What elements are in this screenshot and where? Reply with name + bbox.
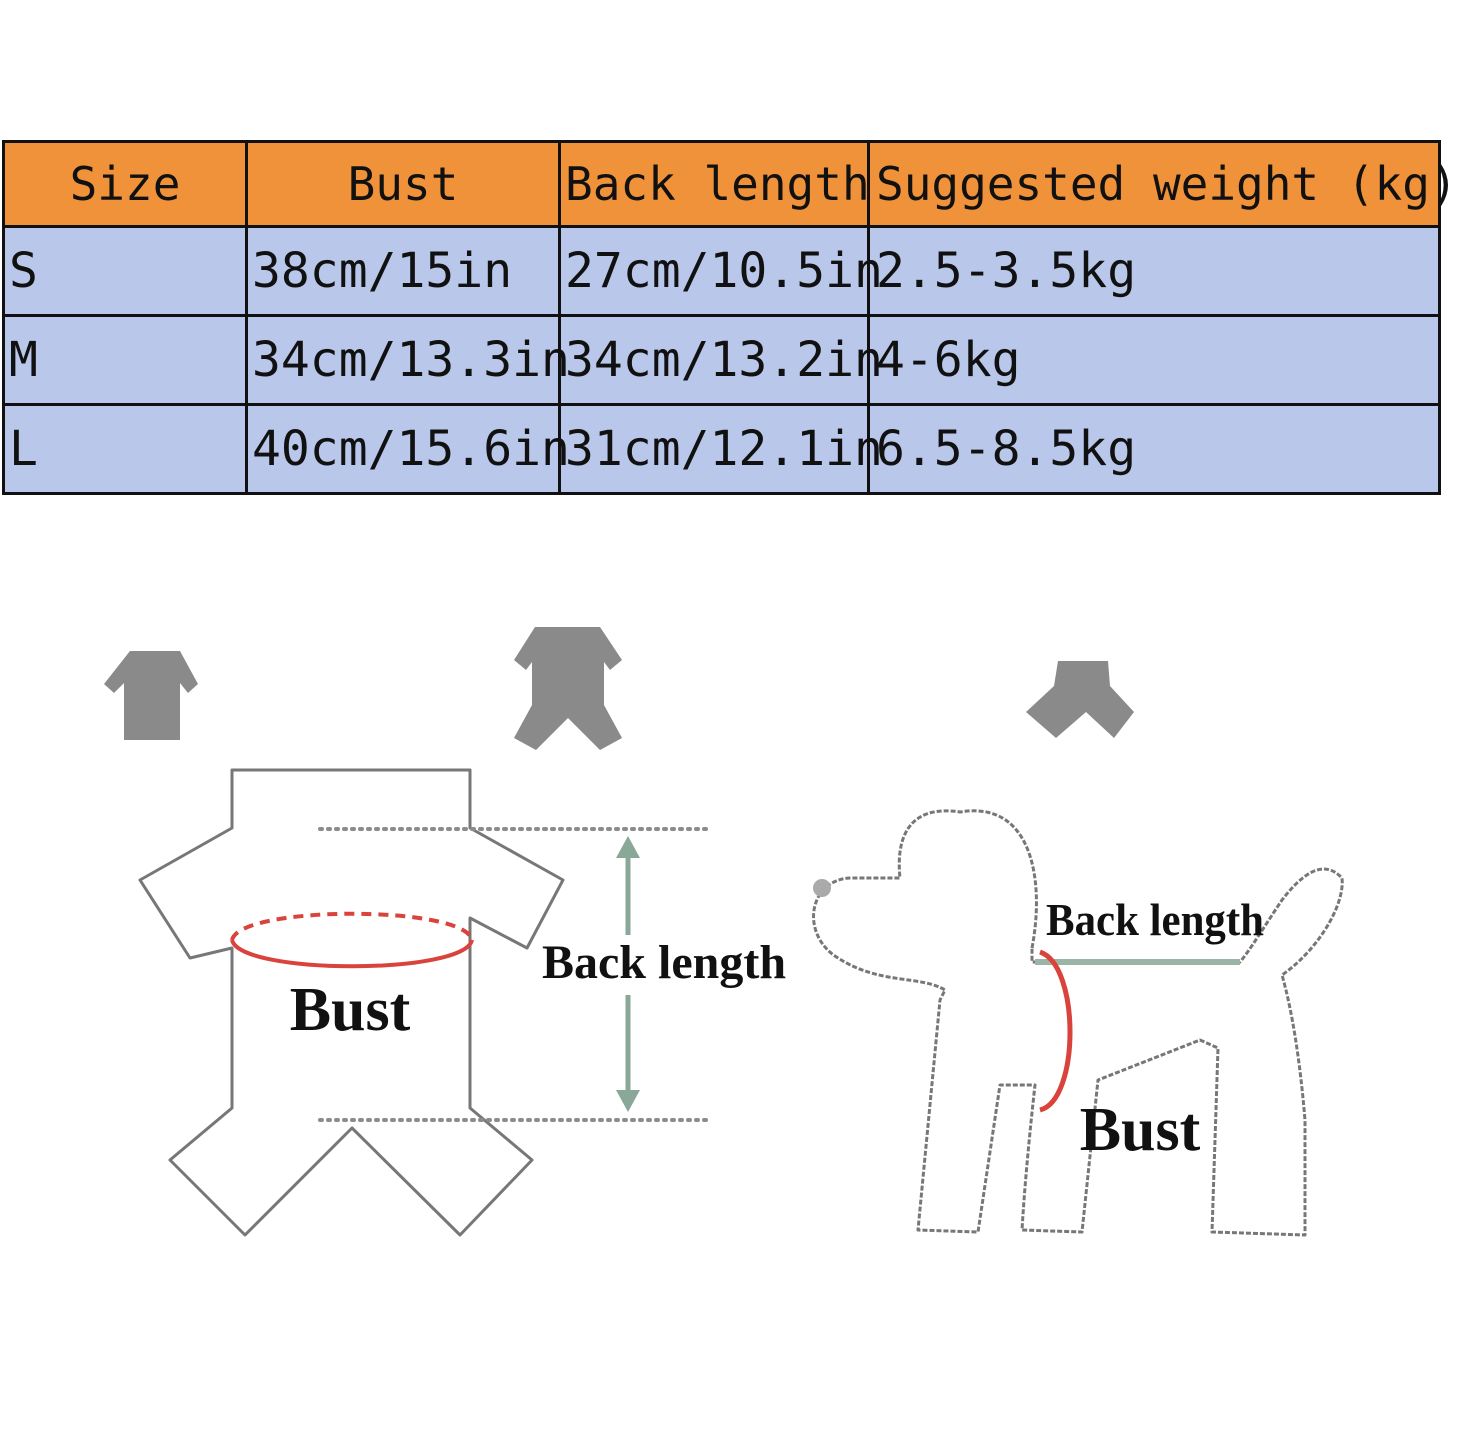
cell-weight: 6.5-8.5kg <box>867 403 1441 495</box>
bust-line-dog <box>1038 949 1073 1113</box>
cell-size: M <box>2 314 248 406</box>
harness-icon <box>1026 661 1134 738</box>
shirt-icon <box>104 651 198 740</box>
table-header-row: Size Bust Back length Suggested weight (… <box>2 140 1458 228</box>
garment-back-length-label: Back length <box>542 936 786 989</box>
back-length-guides <box>318 827 712 1122</box>
cell-back-length: 27cm/10.5in <box>558 225 883 317</box>
bust-line-garment <box>230 911 474 969</box>
jumpsuit-icon <box>514 627 622 750</box>
header-back-length: Back length <box>558 140 870 228</box>
dog-bust-label: Bust <box>1080 1096 1201 1164</box>
cell-size: L <box>2 403 248 495</box>
dog-eye <box>813 879 831 897</box>
dog-outline <box>812 809 1344 1237</box>
cell-weight: 2.5-3.5kg <box>867 225 1441 317</box>
measurement-diagram: Bust Back length Back length Bust <box>104 627 1344 1237</box>
back-length-arrow <box>616 836 640 1112</box>
table-row: L 40cm/15.6in 31cm/12.1in 6.5-8.5kg <box>2 403 1441 495</box>
header-size: Size <box>2 140 248 228</box>
header-bust: Bust <box>245 140 561 228</box>
cell-bust: 34cm/13.3in <box>245 314 570 406</box>
dog-back-length-label: Back length <box>1046 894 1264 945</box>
size-table: Size Bust Back length Suggested weight (… <box>2 140 1458 495</box>
cell-weight: 4-6kg <box>867 314 1441 406</box>
garment-outline <box>138 768 565 1237</box>
cell-bust: 38cm/15in <box>245 225 561 317</box>
garment-bust-label: Bust <box>290 976 411 1044</box>
table-row: S 38cm/15in 27cm/10.5in 2.5-3.5kg <box>2 225 1441 317</box>
cell-back-length: 31cm/12.1in <box>558 403 883 495</box>
table-row: M 34cm/13.3in 34cm/13.2in 4-6kg <box>2 314 1441 406</box>
cell-size: S <box>2 225 248 317</box>
header-suggested-weight: Suggested weight (kg) <box>867 140 1458 228</box>
cell-bust: 40cm/15.6in <box>245 403 570 495</box>
cell-back-length: 34cm/13.2in <box>558 314 883 406</box>
